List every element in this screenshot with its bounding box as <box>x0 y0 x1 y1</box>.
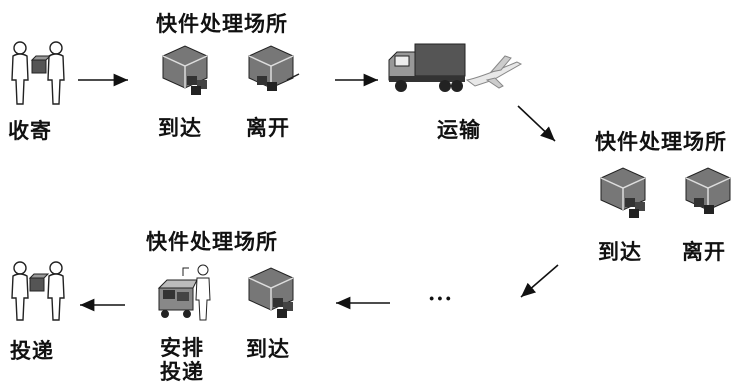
arrow-transport-to-hub2 <box>517 105 556 142</box>
hub2-depart-box-icon <box>680 164 735 224</box>
hub1-depart-label: 离开 <box>246 115 290 140</box>
hub2-depart-label: 离开 <box>682 239 726 264</box>
arrow-hub2-to-next <box>520 264 559 298</box>
hub3-arrive-box-icon <box>243 264 301 324</box>
collect-handover-icon <box>6 38 70 112</box>
transport-truck-icon <box>385 40 467 100</box>
hub3-arrange-label-line2: 投递 <box>160 359 204 384</box>
hub3-arrange-label-line1: 安排 <box>160 335 204 360</box>
deliver-label: 投递 <box>10 338 54 363</box>
collect-label: 收寄 <box>8 118 52 143</box>
hub1-depart-box-icon <box>243 42 303 100</box>
hub2-arrive-label: 到达 <box>598 239 642 264</box>
hub2-arrive-box-icon <box>595 164 653 224</box>
transport-airplane-icon <box>465 50 523 94</box>
hub2-title: 快件处理场所 <box>595 129 727 154</box>
deliver-handover-icon <box>6 258 70 328</box>
ellipsis: ··· <box>428 286 453 311</box>
hub1-title: 快件处理场所 <box>156 11 288 36</box>
hub3-arrive-label: 到达 <box>246 336 290 361</box>
hub1-arrive-box-icon <box>157 42 215 100</box>
hub3-title: 快件处理场所 <box>146 229 278 254</box>
hub1-arrive-label: 到达 <box>158 115 202 140</box>
hub3-arrange-delivery-icon <box>155 262 217 328</box>
transport-label: 运输 <box>437 117 481 142</box>
